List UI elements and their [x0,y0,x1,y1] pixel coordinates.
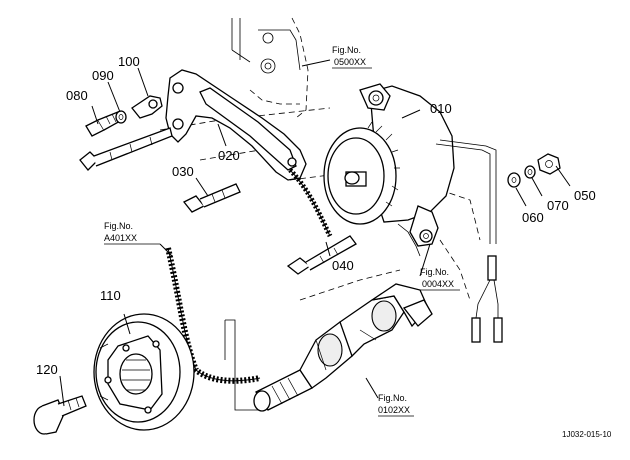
fig-ref-0102: Fig.No. 0102XX [378,393,414,417]
fig-ref-0102-code: 0102XX [378,405,410,415]
part-label-090: 090 [92,68,114,83]
fig-ref-a401: Fig.No. A401XX [104,221,160,245]
part-label-040: 040 [332,258,354,273]
leader-lines [59,59,571,407]
part-label-110: 110 [100,288,121,303]
fig-ref-0004: Fig.No. 0004XX [420,267,460,291]
crank-pulley-110 [93,313,195,431]
alternator-010 [323,83,455,257]
part-label-050: 050 [574,188,596,203]
fig-ref-0500-code: 0500XX [334,57,366,67]
drawing-code: 1J032-015-10 [562,430,612,439]
wire-harness [435,139,503,343]
fig-ref-0102-label: Fig.No. [378,393,407,403]
washer-070 [524,165,536,179]
part-label-080: 080 [66,88,88,103]
crankshaft [253,283,433,412]
washer-060 [507,172,521,188]
fan-belt [165,168,333,384]
part-label-060: 060 [522,210,544,225]
long-bolt-bracket [79,127,173,171]
alternator-bracket-020 [165,69,307,181]
clip-100 [131,95,163,119]
bolt-120 [33,395,87,435]
washer-090 [115,110,127,124]
fig-ref-a401-label: Fig.No. [104,221,133,231]
fig-ref-a401-code: A401XX [104,233,137,243]
nut-050 [537,153,561,175]
fig-ref-0004-code: 0004XX [422,279,454,289]
part-labels: 010 020 030 040 050 060 070 080 090 100 … [36,54,596,377]
part-label-120: 120 [36,362,58,377]
part-label-100: 100 [118,54,140,69]
fig-ref-0500-label: Fig.No. [332,45,361,55]
fig-ref-0004-label: Fig.No. [420,267,449,277]
part-label-030: 030 [172,164,194,179]
part-label-020: 020 [218,148,240,163]
part-label-070: 070 [547,198,569,213]
bolt-030 [182,183,241,213]
part-label-010: 010 [430,101,452,116]
figure-references: Fig.No. 0500XX Fig.No. A401XX Fig.No. 00… [104,45,460,417]
bolt-040 [286,235,357,275]
fig-ref-0500: Fig.No. 0500XX [332,45,372,69]
